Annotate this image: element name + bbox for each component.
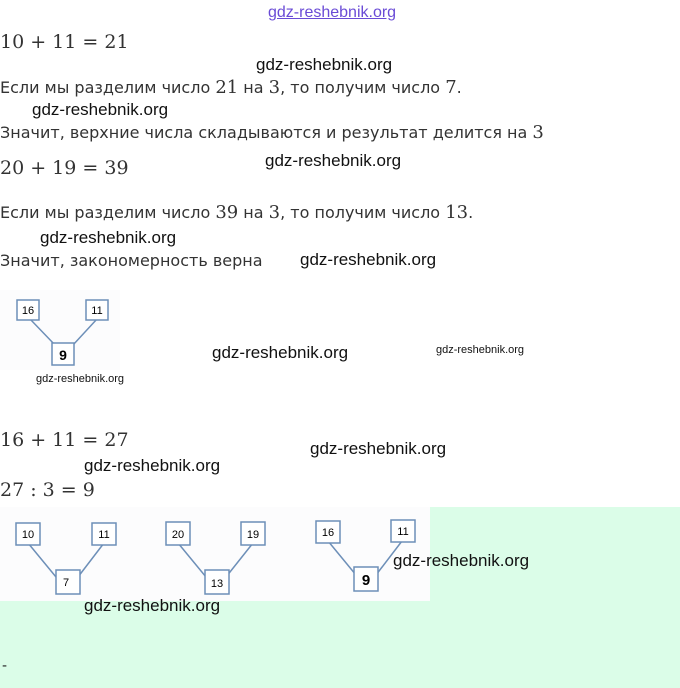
diagram-image-2: 10 11 7 20 19 13 16 11 9 [0,507,430,601]
equation-1: 10 + 11 = 21 [0,31,129,53]
equation-2: 20 + 19 = 39 [0,157,129,179]
top-left-number: 16 [22,305,34,317]
bottom-number: 9 [59,347,67,363]
watermark: gdz-reshebnik.org [40,228,177,247]
top-left-number: 10 [22,529,34,541]
sentence-1: Если мы разделим число 21 на 3, то получ… [0,77,462,98]
watermark: gdz-reshebnik.org [84,596,221,615]
equation-4: 27 : 3 = 9 [0,479,95,501]
bottom-number: 13 [211,578,223,590]
top-right-number: 11 [397,526,408,538]
watermark: gdz-reshebnik.org [393,551,530,570]
top-right-number: 11 [98,529,109,541]
dash-mark: - [2,658,8,674]
top-right-number: 19 [247,529,259,541]
number-tree-diagram: 16 11 9 [16,299,109,366]
sentence-3: Если мы разделим число 39 на 3, то получ… [0,202,474,223]
tree-1: 10 11 7 [15,522,117,595]
diagram-image-1: 16 11 9 [0,290,120,370]
top-left-number: 16 [322,527,334,539]
watermark: gdz-reshebnik.org [436,344,525,356]
watermark: gdz-reshebnik.org [212,343,349,362]
number-tree-diagrams: 10 11 7 20 19 13 16 11 9 [15,519,416,595]
bottom-number: 7 [63,577,69,589]
watermark: gdz-reshebnik.org [310,439,447,458]
sentence-2: Значит, верхние числа складываются и рез… [0,122,544,143]
sentence-4: Значит, закономерность верна [0,251,263,270]
watermark: gdz-reshebnik.org [36,373,125,385]
top-right-number: 11 [91,305,102,317]
watermark: gdz-reshebnik.org [256,55,393,74]
equation-3: 16 + 11 = 27 [0,429,129,451]
tree-3: 16 11 9 [315,519,416,592]
watermark: gdz-reshebnik.org [300,250,437,269]
watermark: gdz-reshebnik.org [265,151,402,170]
bottom-number: 9 [362,572,370,589]
watermark: gdz-reshebnik.org [32,100,169,119]
top-left-number: 20 [172,529,184,541]
watermark: gdz-reshebnik.org [84,456,221,475]
tree-2: 20 19 13 [165,521,266,595]
top-watermark-link[interactable]: gdz-reshebnik.org [268,4,397,21]
